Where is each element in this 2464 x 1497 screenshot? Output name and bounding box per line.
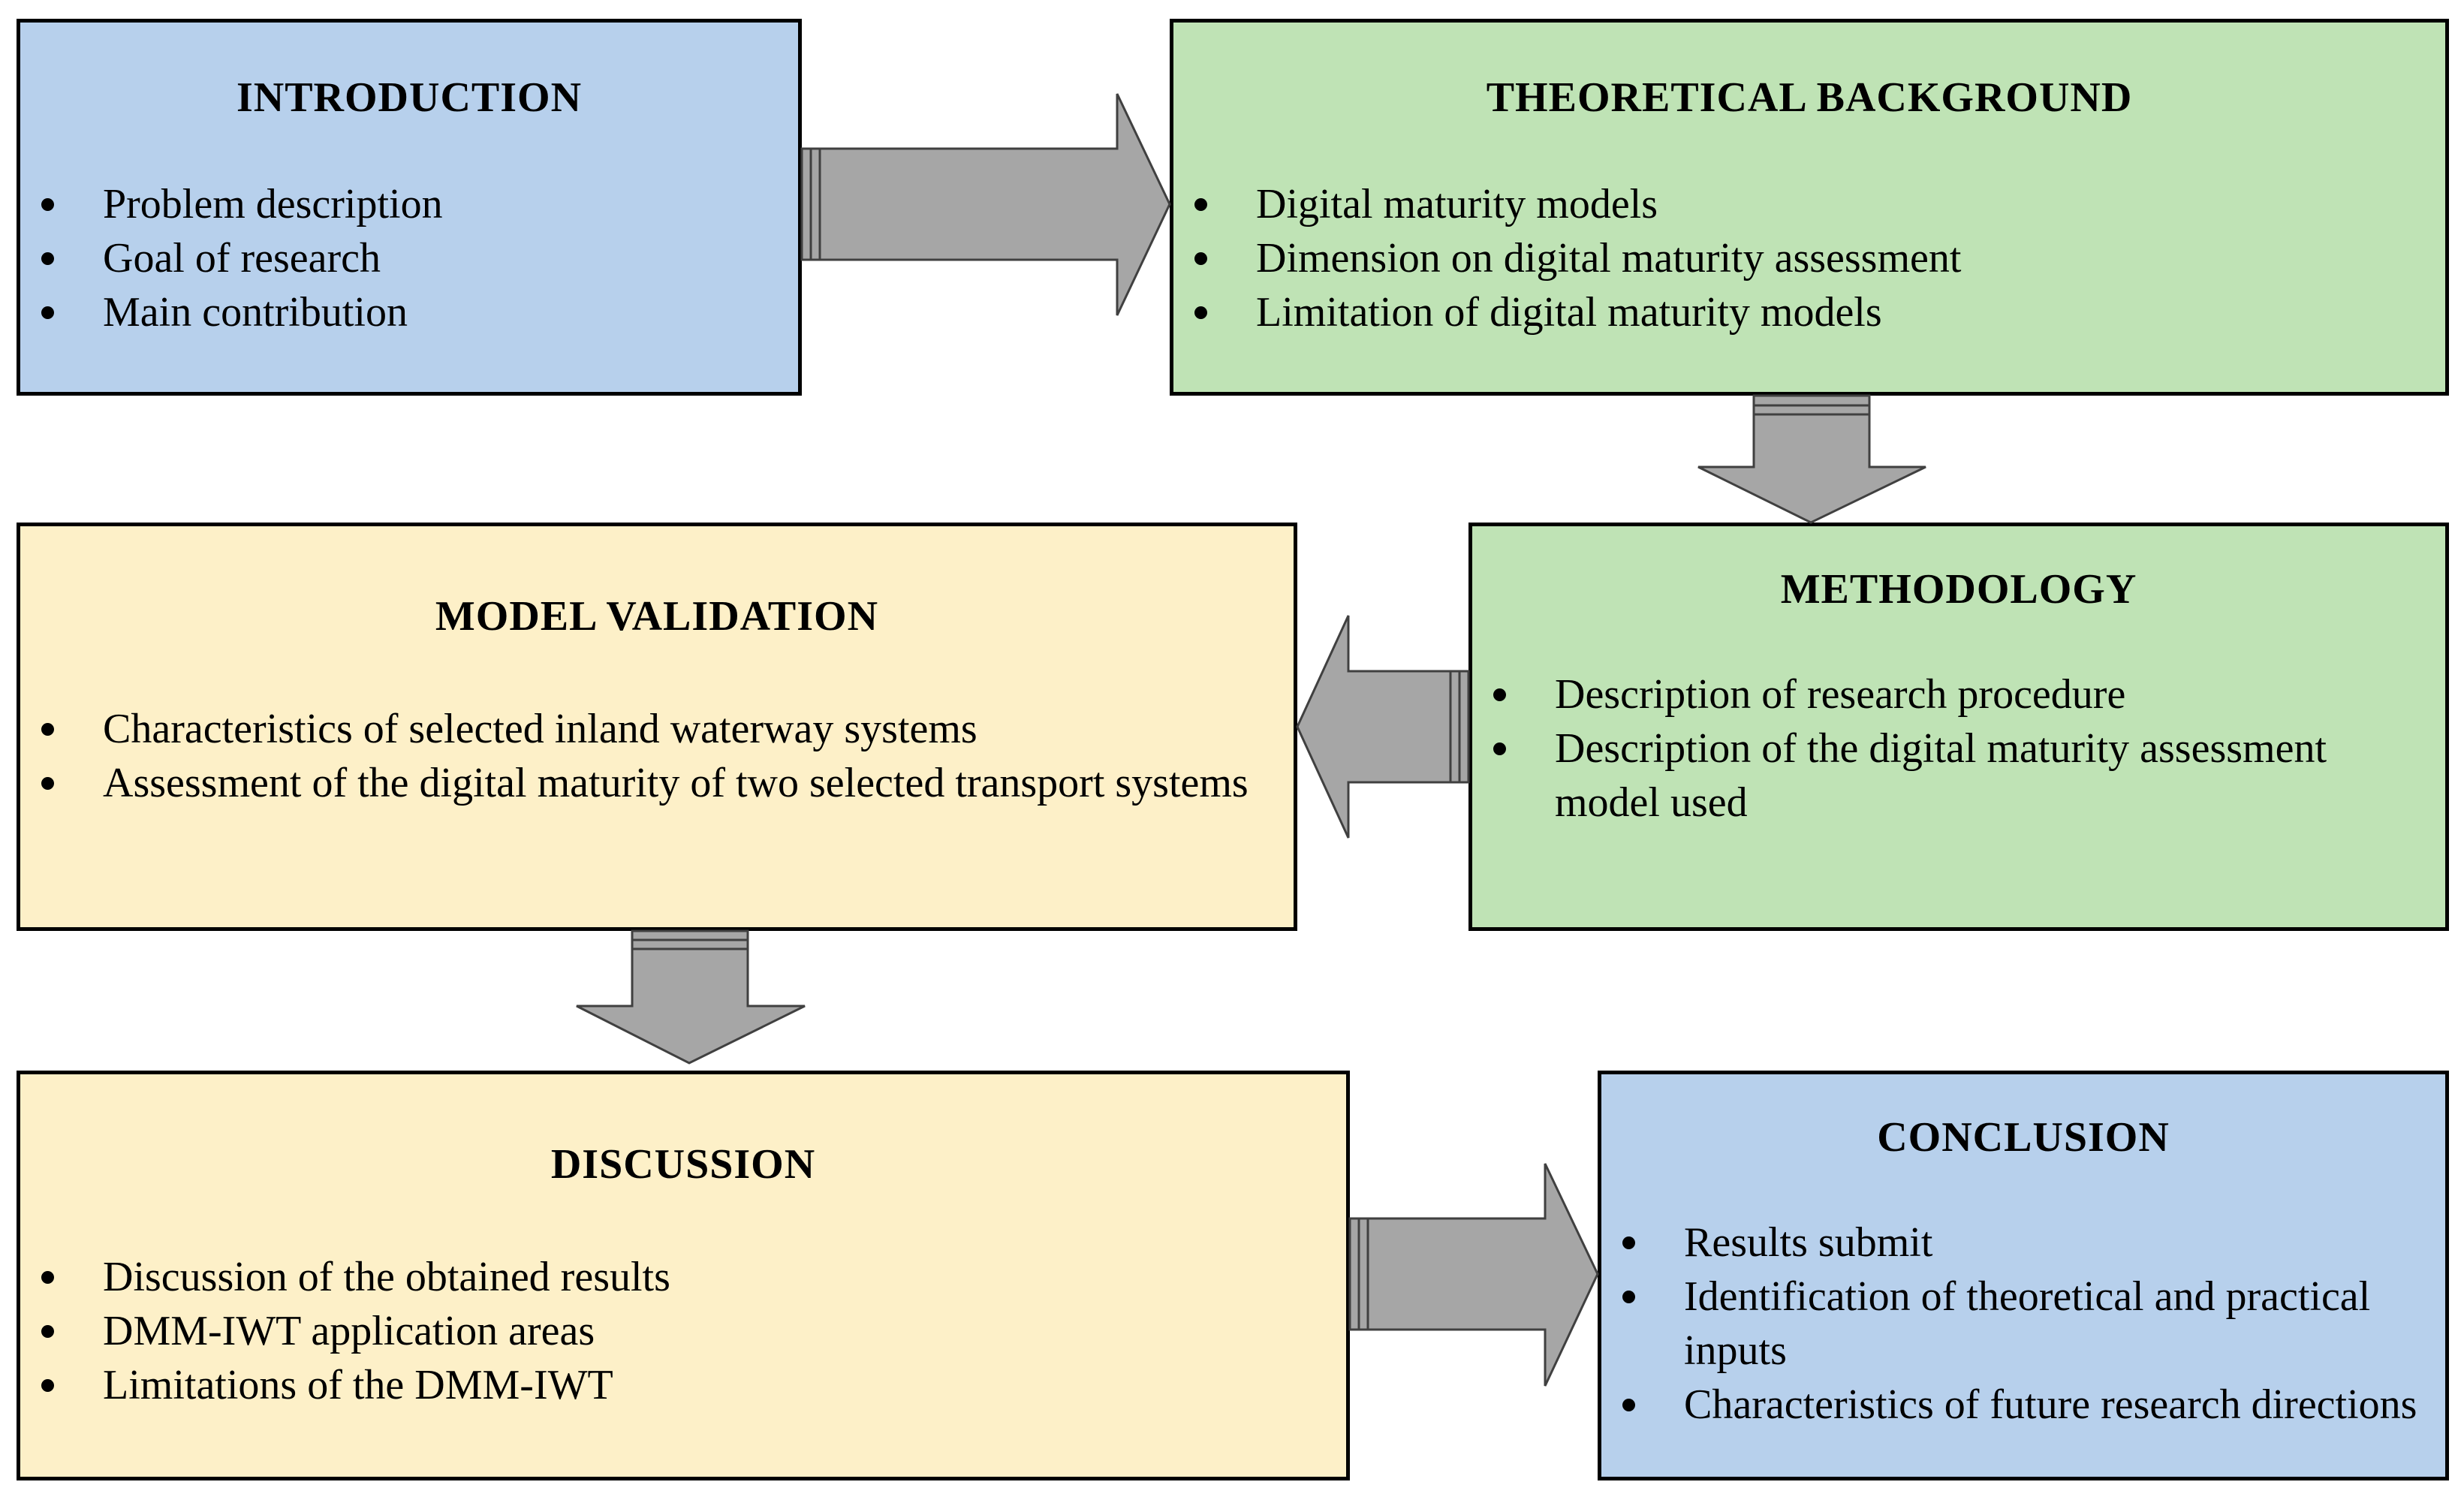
introduction-title: INTRODUCTION [236, 74, 583, 121]
list-item: Description of research procedure [1472, 667, 2423, 721]
discussion-box: DISCUSSION Discussion of the obtained re… [17, 1071, 1350, 1480]
arrow-intro-to-theory [800, 93, 1171, 316]
arrow-validation-to-discussion [576, 929, 806, 1065]
model-validation-title: MODEL VALIDATION [435, 593, 879, 640]
model-validation-box: MODEL VALIDATION Characteristics of sele… [17, 523, 1297, 931]
list-item: Discussion of the obtained results [20, 1250, 1324, 1304]
methodology-title: METHODOLOGY [1780, 566, 2137, 613]
theoretical-background-title: THEORETICAL BACKGROUND [1486, 74, 2133, 121]
methodology-list: Description of research procedure Descri… [1472, 667, 2423, 830]
list-item: Dimension on digital maturity assessment [1173, 231, 2423, 285]
list-item: Characteristics of future research direc… [1601, 1378, 2423, 1432]
list-item: Characteristics of selected inland water… [20, 702, 1271, 756]
conclusion-title: CONCLUSION [1877, 1114, 2170, 1161]
conclusion-box: CONCLUSION Results submit Identification… [1598, 1071, 2449, 1480]
list-item: DMM-IWT application areas [20, 1304, 1324, 1358]
discussion-title: DISCUSSION [550, 1141, 816, 1188]
list-item: Results submit [1601, 1215, 2423, 1270]
list-item: Limitation of digital maturity models [1173, 285, 2423, 339]
list-item: Problem description [20, 177, 776, 231]
model-validation-list: Characteristics of selected inland water… [20, 702, 1271, 810]
arrow-discussion-to-conclusion [1348, 1163, 1599, 1387]
list-item: Identification of theoretical and practi… [1601, 1270, 2423, 1378]
list-item: Main contribution [20, 285, 776, 339]
methodology-box: METHODOLOGY Description of research proc… [1468, 523, 2449, 931]
arrow-theory-to-method [1697, 394, 1926, 524]
list-item: Description of the digital maturity asse… [1472, 721, 2423, 830]
theoretical-background-list: Digital maturity models Dimension on dig… [1173, 177, 2423, 339]
arrow-method-to-validation [1296, 615, 1470, 839]
list-item: Digital maturity models [1173, 177, 2423, 231]
list-item: Assessment of the digital maturity of tw… [20, 756, 1271, 810]
conclusion-list: Results submit Identification of theoret… [1601, 1215, 2423, 1432]
introduction-box: INTRODUCTION Problem description Goal of… [17, 19, 802, 396]
introduction-list: Problem description Goal of research Mai… [20, 177, 776, 339]
theoretical-background-box: THEORETICAL BACKGROUND Digital maturity … [1170, 19, 2449, 396]
list-item: Limitations of the DMM-IWT [20, 1358, 1324, 1412]
list-item: Goal of research [20, 231, 776, 285]
discussion-list: Discussion of the obtained results DMM-I… [20, 1250, 1324, 1412]
